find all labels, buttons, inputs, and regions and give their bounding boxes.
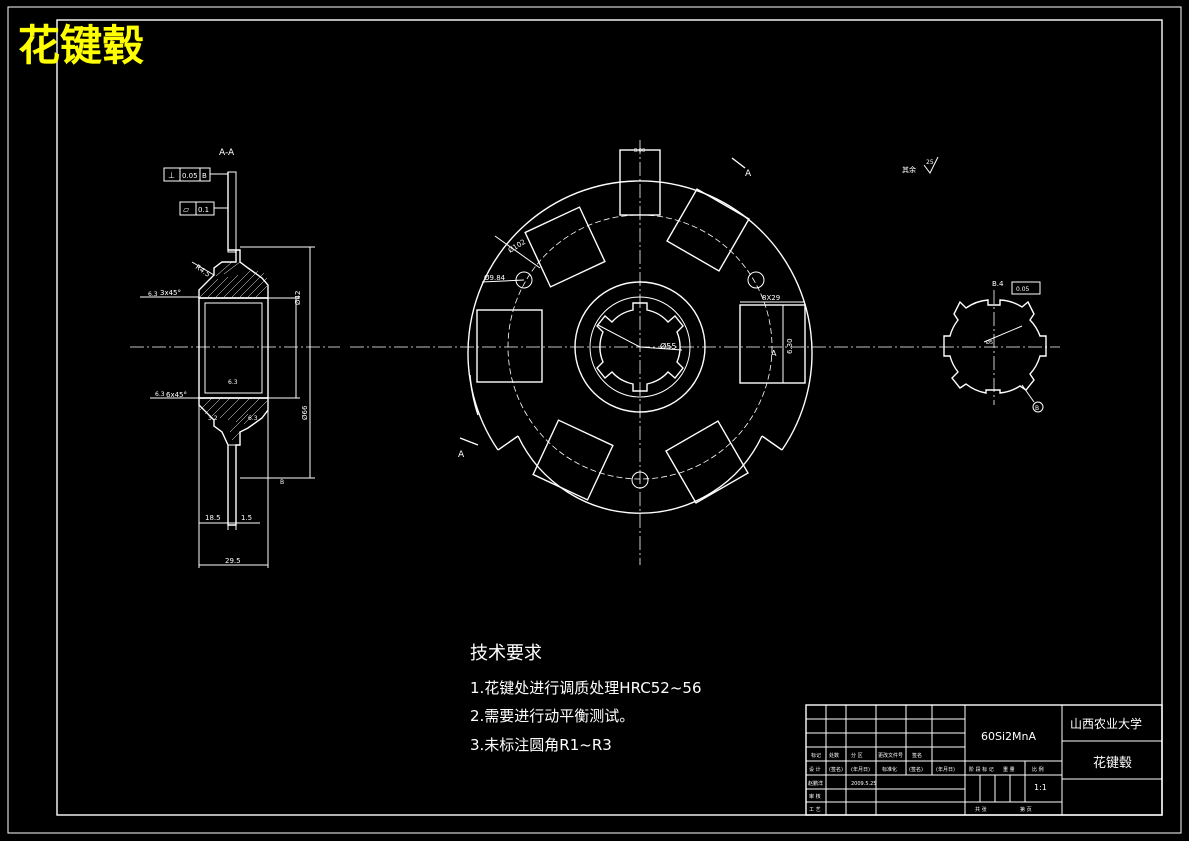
design-date: (年月日) [851,766,870,773]
spline-tol: 0.05 [1016,286,1030,293]
tech-req-item-2: 2.需要进行动平衡测试。 [470,707,634,725]
header-zone: 分 区 [851,752,863,759]
rough-1: 6.3 [148,291,158,298]
spline-view: B.4 0.05 Ø5 B [940,280,1060,413]
section-mark-bottom: A [458,450,465,460]
section-mark-right: A [771,349,777,358]
flat-symbol: ▱ [183,205,190,214]
window-tr [666,188,750,272]
bore-inner [204,302,263,394]
spline-dim-b: B.4 [992,280,1004,288]
scale-label: 比 例 [1032,766,1044,773]
dim-top: 8.00 [634,148,645,154]
dim-slot-h: 6.30 [786,338,794,354]
outer-border [7,6,1182,834]
dim-width: 29.5 [225,557,241,565]
school-name: 山西农业大学 [1070,716,1142,731]
flange-top [227,171,237,253]
window-right [739,304,806,384]
row-design: 设 计 [809,766,821,773]
header-count: 处数 [829,752,839,759]
inner-border [56,19,1163,816]
design-date-value: 2009.5.25 [851,781,876,787]
row-process: 工 艺 [809,807,821,813]
tech-requirements: 技术要求 1.花键处进行调质处理HRC52~56 2.需要进行动平衡测试。 3.… [470,643,701,754]
datum-b: B [280,479,284,486]
dim-hole: Ø9.84 [484,274,506,282]
window-left [476,309,543,383]
dim-d66: Ø66 [301,405,309,420]
tech-req-item-3: 3.未标注圆角R1~R3 [470,736,612,754]
sheet-number: 第 页 [1020,806,1032,813]
surface-note-value: 25 [926,159,934,166]
header-change: 更改文件号 [878,752,903,759]
designer: 赵鹏洋 [808,780,823,787]
hole-right [747,271,765,289]
design-sign: (签名) [829,766,843,773]
hatching [199,261,268,441]
perp-datum: B [202,172,207,180]
chamfer-top: 3x45° [160,289,181,297]
rough-3: 6.3 [228,379,238,386]
tech-req-item-1: 1.花键处进行调质处理HRC52~56 [470,679,701,697]
dim-r: R4.5 [194,263,212,279]
section-view: A-A [130,148,340,568]
drawing-title: 花键毂 [18,21,144,70]
dim-d55: Ø55 [660,341,676,351]
window-tl [524,206,606,288]
title-block: 60Si2MnA 山西农业大学 花键毂 1:1 比 例 阶 段 标 记 重 量 … [805,704,1163,816]
detail-b-label: B [1035,405,1039,412]
stage-label: 阶 段 标 记 [969,766,994,773]
perp-symbol: ⊥ [168,171,175,180]
spline-tol-frame [1011,281,1041,295]
spline-dim-center: Ø5 [986,339,993,346]
spline-bore [596,302,684,392]
row-review: 审 核 [809,793,821,800]
chamfer-bottom: 6x45° [166,391,187,399]
dim-slot: 8X29 [762,294,780,302]
window-bl [532,419,614,501]
bore-outer [198,297,269,399]
flange-bottom [227,444,237,526]
rough-4: 3.2 [208,415,218,422]
window-br [665,420,749,504]
roughness-symbol [923,156,939,174]
hub-circle [574,281,706,413]
rough-2: 6.3 [155,391,165,398]
header-mark: 标记 [811,752,821,759]
standard-sign: (签名) [909,766,923,773]
dim-left: 18.5 [205,514,221,522]
scale-value: 1:1 [1034,783,1047,792]
perp-value: 0.05 [182,172,198,180]
dim-mid: 1.5 [241,514,252,522]
front-view: A A A Ø102 Ø9.84 Ø55 8X29 6.30 8.00 [350,140,940,565]
surface-note: 其余 25 [902,156,939,174]
header-sign: 签名 [912,752,922,759]
outer-flange-arc [467,180,813,451]
detail-b-circle [1032,401,1044,413]
section-label: A-A [219,148,235,158]
dim-d42: Ø42 [294,291,302,305]
rough-5: 6.3 [248,415,258,422]
weight-label: 重 量 [1003,766,1015,773]
hub-inner-circle [589,296,691,398]
flat-value: 0.1 [198,206,209,214]
part-name: 花键毂 [1093,755,1132,771]
surface-note-label: 其余 [902,165,916,174]
spline-profile [943,299,1047,394]
material: 60Si2MnA [981,730,1036,743]
sheet-total: 共 张 [975,806,987,813]
window-top [619,149,661,216]
standard: 标准化 [882,766,897,773]
hub-outline-top [198,172,269,299]
tech-req-heading: 技术要求 [470,643,542,664]
section-mark-top: A [745,169,752,179]
hole-bottom [631,471,649,489]
standard-date: (年月日) [936,766,955,773]
